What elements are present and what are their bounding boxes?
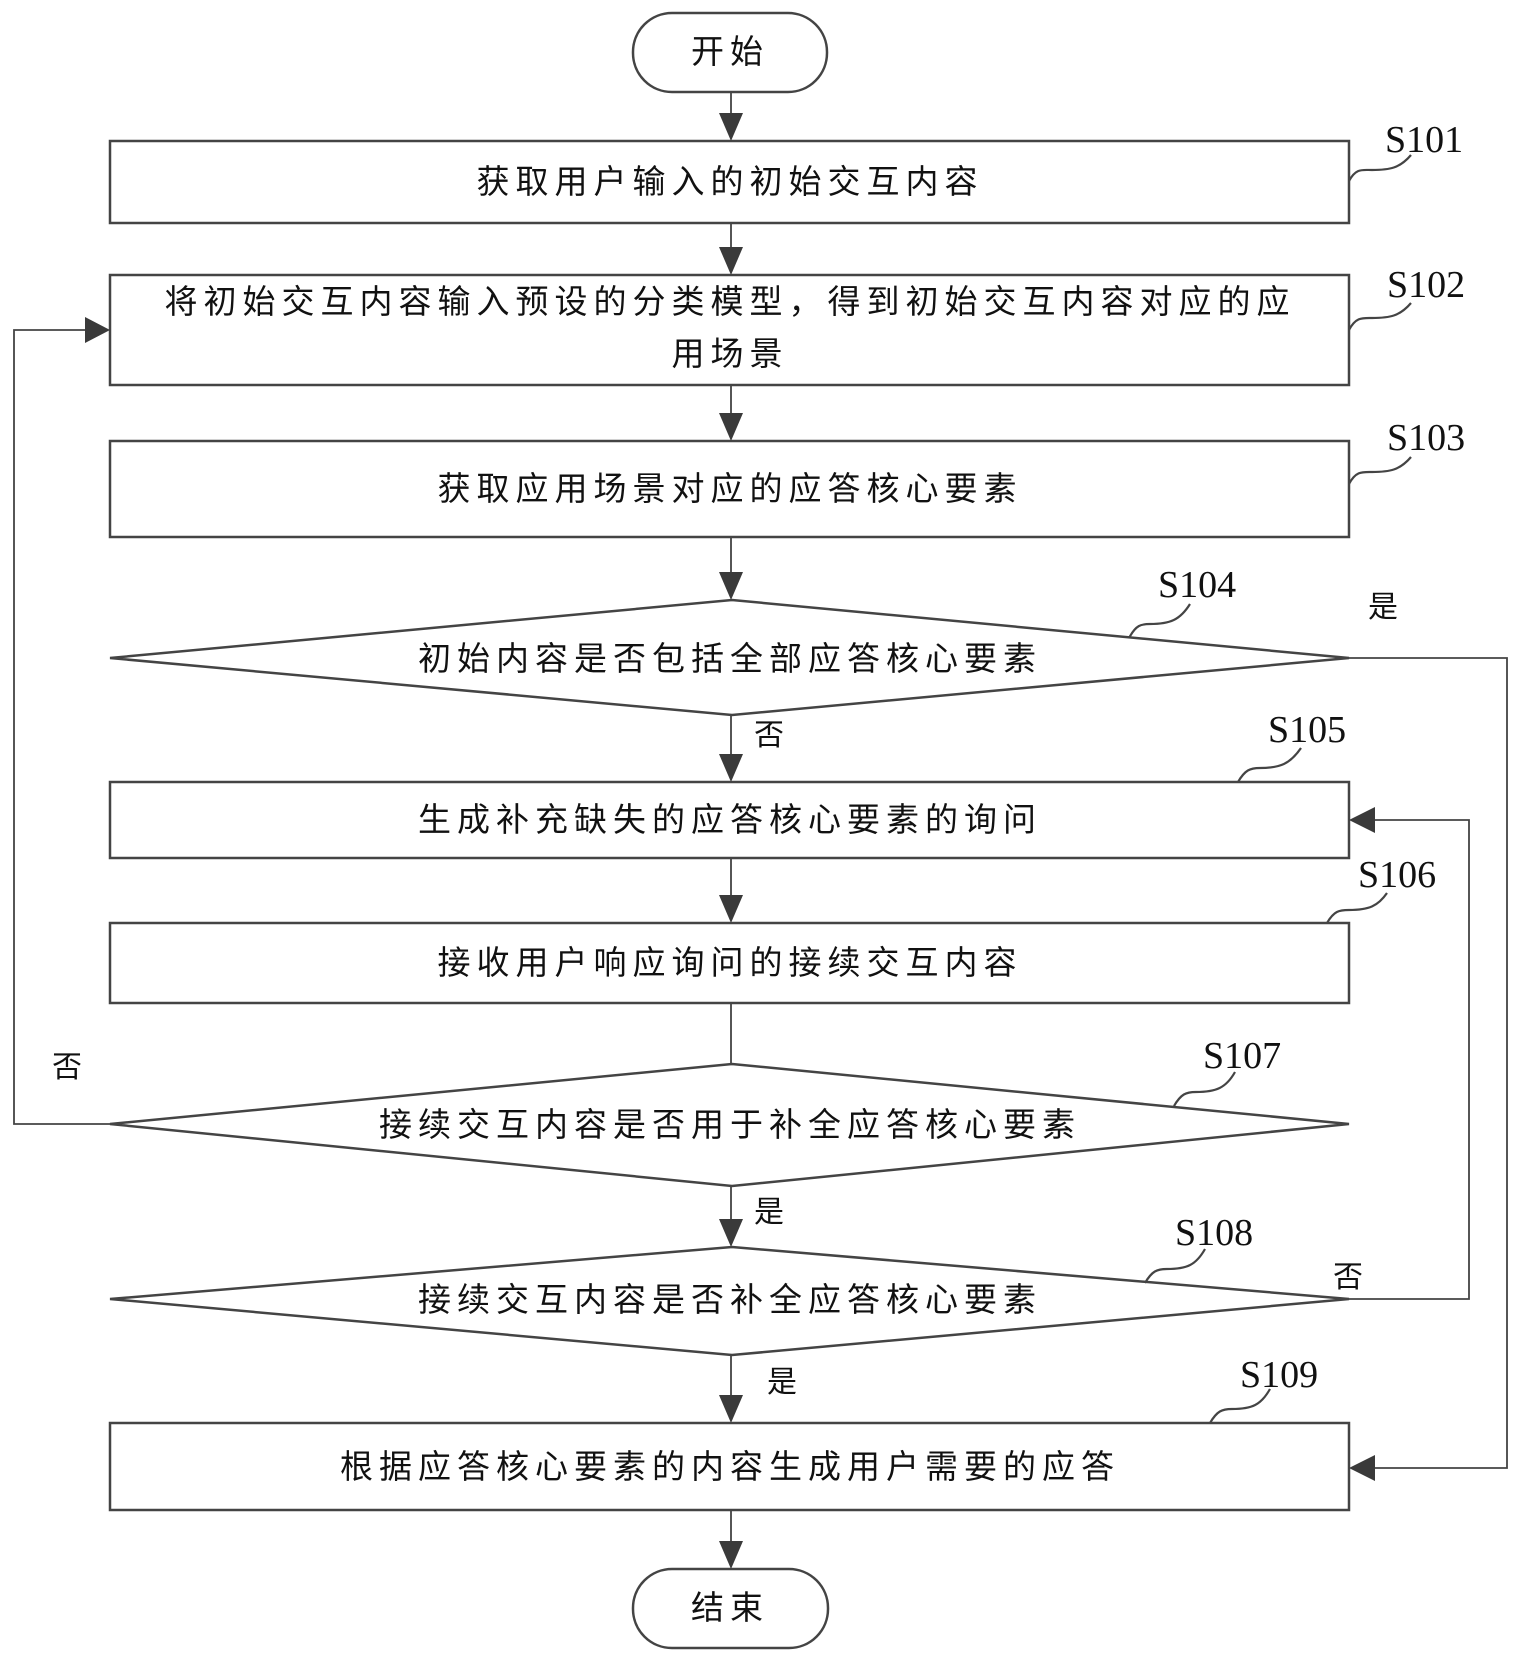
connector-s107-s102-no — [13, 317, 110, 1125]
arrow-down-icon — [719, 1395, 743, 1423]
branch-label-s107-no: 否 — [52, 1050, 82, 1085]
step-label-s105: S105 — [1237, 709, 1346, 783]
step-id-s107: S107 — [1203, 1035, 1281, 1077]
decision-s107-diamond — [109, 1062, 1350, 1188]
step-s106-box — [108, 921, 1351, 1005]
arrow-right-icon — [85, 317, 110, 343]
branch-label-s104-yes: 是 — [1368, 590, 1398, 625]
step-label-s106: S106 — [1326, 854, 1436, 924]
step-label-s103: S103 — [1348, 417, 1465, 485]
decision-s108: 接续交互内容是否补全应答核心要素 — [109, 1245, 1350, 1357]
branch-label-s108-yes: 是 — [767, 1365, 797, 1400]
decision-s107: 接续交互内容是否用于补全应答核心要素 — [109, 1062, 1350, 1188]
step-s109-box — [108, 1421, 1351, 1512]
step-s102-text-line2: 用场景 — [672, 334, 789, 373]
connector-s105-s106 — [719, 858, 743, 923]
step-label-s101: S101 — [1348, 119, 1463, 182]
step-s106: 接收用户响应询问的接续交互内容 — [108, 921, 1351, 1005]
decision-s104-text: 初始内容是否包括全部应答核心要素 — [418, 639, 1042, 678]
connector-s108-s105-no — [1349, 807, 1470, 1300]
connector-s104-s105-no — [719, 715, 743, 782]
step-s103: 获取应用场景对应的应答核心要素 — [108, 439, 1351, 539]
step-id-s106: S106 — [1358, 854, 1436, 896]
step-s101-text: 获取用户输入的初始交互内容 — [477, 162, 984, 201]
step-label-s102: S102 — [1348, 264, 1465, 331]
connector-s101-s102 — [719, 223, 743, 275]
arrow-left-icon — [1349, 807, 1375, 833]
start-terminal: 开始 — [631, 11, 829, 94]
arrow-down-icon — [719, 754, 743, 782]
arrow-down-icon — [719, 413, 743, 441]
connector-s108-s109-yes — [719, 1355, 743, 1423]
step-s109: 根据应答核心要素的内容生成用户需要的应答 — [108, 1421, 1351, 1512]
step-s105-box — [108, 780, 1351, 860]
step-id-s102: S102 — [1387, 264, 1465, 306]
decision-s108-text: 接续交互内容是否补全应答核心要素 — [418, 1280, 1042, 1319]
step-s103-text: 获取应用场景对应的应答核心要素 — [438, 469, 1023, 508]
connector-s102-s103 — [719, 385, 743, 441]
step-id-s108: S108 — [1175, 1212, 1253, 1254]
arrow-down-icon — [719, 113, 743, 141]
decision-s107-text: 接续交互内容是否用于补全应答核心要素 — [379, 1105, 1081, 1144]
connector-s103-s104 — [719, 537, 743, 600]
step-id-s109: S109 — [1240, 1354, 1318, 1396]
connector-start-s101 — [719, 92, 743, 141]
step-label-s107: S107 — [1173, 1035, 1281, 1107]
arrow-down-icon — [719, 572, 743, 600]
decision-s108-diamond — [109, 1245, 1350, 1357]
step-s101-box — [108, 139, 1351, 225]
decision-s104-diamond — [109, 598, 1350, 717]
step-s101: 获取用户输入的初始交互内容 — [108, 139, 1351, 225]
step-id-s105: S105 — [1268, 709, 1346, 751]
step-id-s101: S101 — [1385, 119, 1463, 161]
connector-s104-s109-yes — [1349, 657, 1508, 1481]
arrow-down-icon — [719, 1219, 743, 1247]
step-s105-text: 生成补充缺失的应答核心要素的询问 — [418, 800, 1042, 839]
arrow-down-icon — [719, 895, 743, 923]
connector-s109-end — [719, 1510, 743, 1569]
step-s103-box — [108, 439, 1351, 539]
step-s109-text: 根据应答核心要素的内容生成用户需要的应答 — [340, 1447, 1120, 1486]
start-terminal-shape — [631, 11, 829, 94]
step-id-s104: S104 — [1158, 564, 1236, 606]
end-terminal-shape — [631, 1567, 830, 1650]
branch-label-s108-no: 否 — [1333, 1260, 1363, 1295]
end-terminal-label: 结束 — [691, 1588, 769, 1627]
arrow-left-icon — [1349, 1455, 1375, 1481]
step-s102-text-line1: 将初始交互内容输入预设的分类模型，得到初始交互内容对应的应 — [165, 282, 1296, 321]
end-terminal: 结束 — [631, 1567, 830, 1650]
step-label-s109: S109 — [1209, 1354, 1318, 1424]
connector-s107-s108-yes — [719, 1186, 743, 1247]
step-s106-text: 接收用户响应询问的接续交互内容 — [438, 943, 1023, 982]
step-s102: 将初始交互内容输入预设的分类模型，得到初始交互内容对应的应 用场景 — [108, 273, 1351, 387]
branch-label-s107-yes: 是 — [754, 1195, 784, 1230]
arrow-down-icon — [719, 247, 743, 275]
arrow-down-icon — [719, 1541, 743, 1569]
decision-s104: 初始内容是否包括全部应答核心要素 — [109, 598, 1350, 717]
step-id-s103: S103 — [1387, 417, 1465, 459]
step-label-s104: S104 — [1128, 564, 1236, 639]
step-label-s108: S108 — [1144, 1212, 1253, 1284]
step-s105: 生成补充缺失的应答核心要素的询问 — [108, 780, 1351, 860]
start-terminal-label: 开始 — [691, 32, 769, 71]
branch-label-s104-no: 否 — [754, 718, 784, 753]
